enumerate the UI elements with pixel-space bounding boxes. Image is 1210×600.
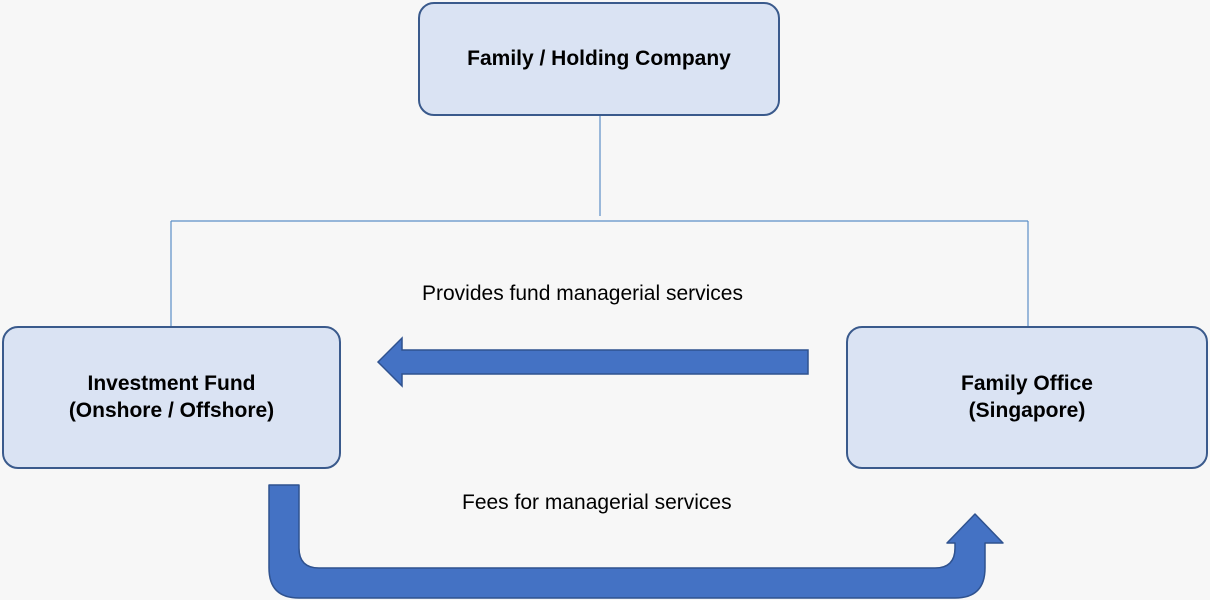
family-holding-company-box: Family / Holding Company	[418, 2, 780, 116]
fees-flow-label: Fees for managerial services	[462, 491, 732, 514]
family-holding-company-label: Family / Holding Company	[467, 46, 731, 70]
family-office-box: Family Office (Singapore)	[846, 326, 1208, 469]
ownership-lines	[170, 116, 1029, 326]
family-office-sublabel: (Singapore)	[968, 398, 1086, 422]
fees-arrow	[268, 484, 1004, 599]
investment-fund-box: Investment Fund (Onshore / Offshore)	[2, 326, 341, 469]
services-flow-label: Provides fund managerial services	[422, 282, 743, 305]
investment-fund-sublabel: (Onshore / Offshore)	[68, 398, 275, 422]
family-office-label: Family Office	[961, 372, 1093, 396]
investment-fund-label: Investment Fund	[87, 372, 256, 396]
services-arrow	[376, 336, 809, 388]
